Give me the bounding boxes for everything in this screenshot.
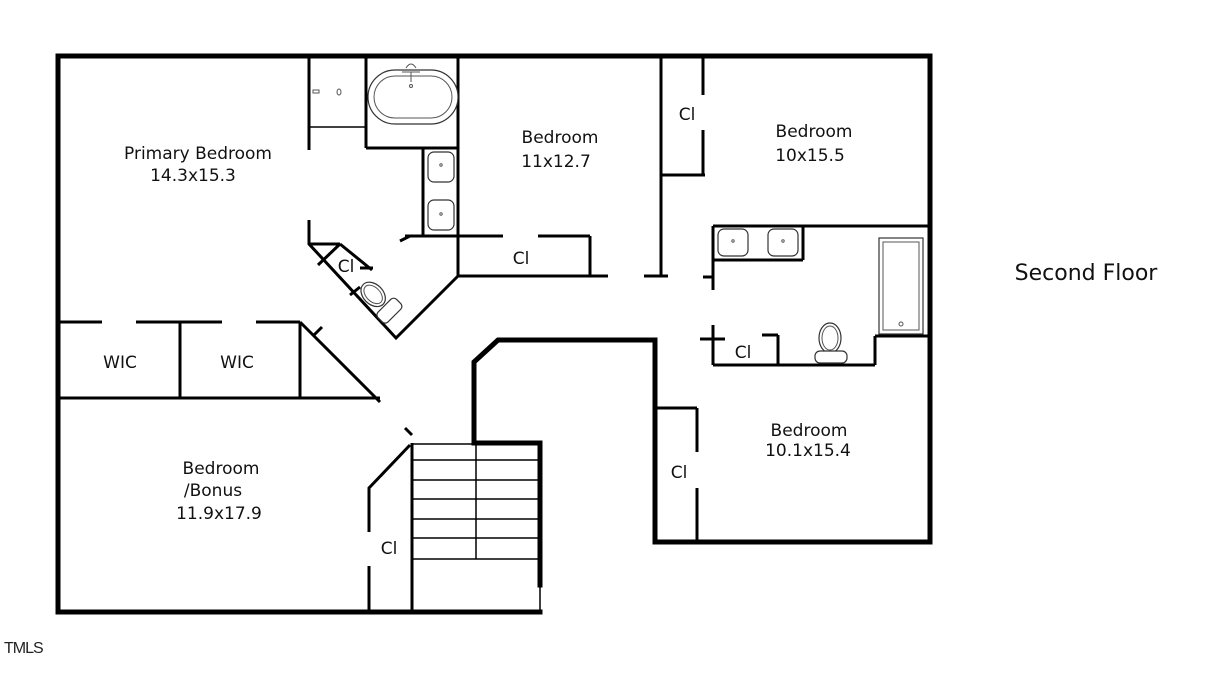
floor-title: Second Floor — [1015, 261, 1159, 286]
bedroom-2-closet-label: Cl — [513, 249, 530, 269]
bedroom-3-dims: 10x15.5 — [775, 146, 845, 166]
watermark: TMLS — [4, 640, 44, 657]
bedroom-2-name: Bedroom — [522, 128, 599, 148]
bonus-closet-walls — [367, 443, 412, 612]
primary-toilet-icon — [360, 281, 403, 324]
primary-bedroom-dims: 14.3x15.3 — [150, 166, 236, 186]
bedroom-4-dims: 10.1x15.4 — [765, 441, 851, 461]
shower-icon — [312, 88, 342, 96]
primary-bedroom-name: Primary Bedroom — [124, 144, 272, 164]
exterior-walls — [55, 53, 933, 615]
bedroom4-closet-walls — [655, 406, 699, 542]
wic-walls — [58, 320, 382, 404]
bedroom2-closet-walls — [458, 56, 668, 278]
primary-bath-walls — [307, 56, 500, 341]
bedroom-4-closet-label: Cl — [671, 463, 688, 483]
primary-sinks-icon — [427, 151, 455, 231]
wic-2-label: WIC — [220, 353, 254, 373]
primary-bath-closet-label: Cl — [338, 257, 355, 277]
bedroom-4-name: Bedroom — [771, 421, 848, 441]
bonus-dims: 11.9x17.9 — [176, 504, 262, 524]
hall-bath-walls — [700, 224, 930, 367]
bonus-name: Bedroom — [183, 459, 260, 479]
hall-bath-closet-label: Cl — [735, 343, 752, 363]
staircase — [403, 426, 540, 612]
room-labels: Primary Bedroom 14.3x15.3 Bedroom 11x12.… — [103, 105, 1158, 559]
hall-sinks-icon — [717, 228, 799, 257]
hall-bathtub-icon — [878, 237, 924, 335]
hall-toilet-icon — [814, 322, 848, 364]
bathtub-icon — [367, 63, 459, 125]
wic-1-label: WIC — [103, 353, 137, 373]
bedroom-3-name: Bedroom — [776, 122, 853, 142]
bonus-closet-label: Cl — [381, 539, 398, 559]
bedroom-2-dims: 11x12.7 — [521, 152, 591, 172]
bedroom-3-closet-label: Cl — [679, 105, 696, 125]
bonus-name-2: /Bonus — [184, 481, 242, 501]
bedroom3-closet-walls — [661, 56, 705, 177]
